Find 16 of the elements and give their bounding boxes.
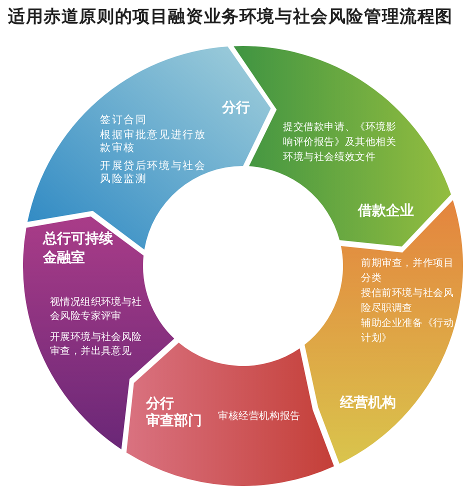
step-text: 视情况组织环境与社会风险专家评审 — [50, 296, 143, 323]
step-text: 审核经营机构报告 — [218, 410, 302, 423]
segment-heading: 总行可持续金融室 — [43, 230, 114, 268]
step-text: 辅助企业准备《行动计划》 — [361, 317, 455, 346]
step-text: 根据审批意见进行放款审核 — [100, 129, 208, 155]
segment-heading: 借款企业 — [358, 203, 415, 220]
step-text: 提交借款申请、《环境影响评价报告》及其他相关环境与社会绩效文件 — [283, 120, 398, 165]
segment-heading: 经营机构 — [340, 395, 397, 412]
step-text: 授信前环境与社会风险尽职调查 — [361, 287, 455, 316]
step-text: 开展贷后环境与社会风险监测 — [100, 160, 208, 186]
step-text: 签订合同 — [100, 114, 148, 127]
step-text: 开展环境与社会风险审查，并出具意见 — [50, 331, 143, 358]
segment-heading: 分行审查部门 — [146, 396, 203, 430]
title: 适用赤道原则的项目融资业务环境与社会风险管理流程图 — [8, 6, 453, 28]
segment-heading: 分行 — [222, 100, 251, 117]
step-text: 前期审查，并作项目分类 — [361, 257, 455, 286]
